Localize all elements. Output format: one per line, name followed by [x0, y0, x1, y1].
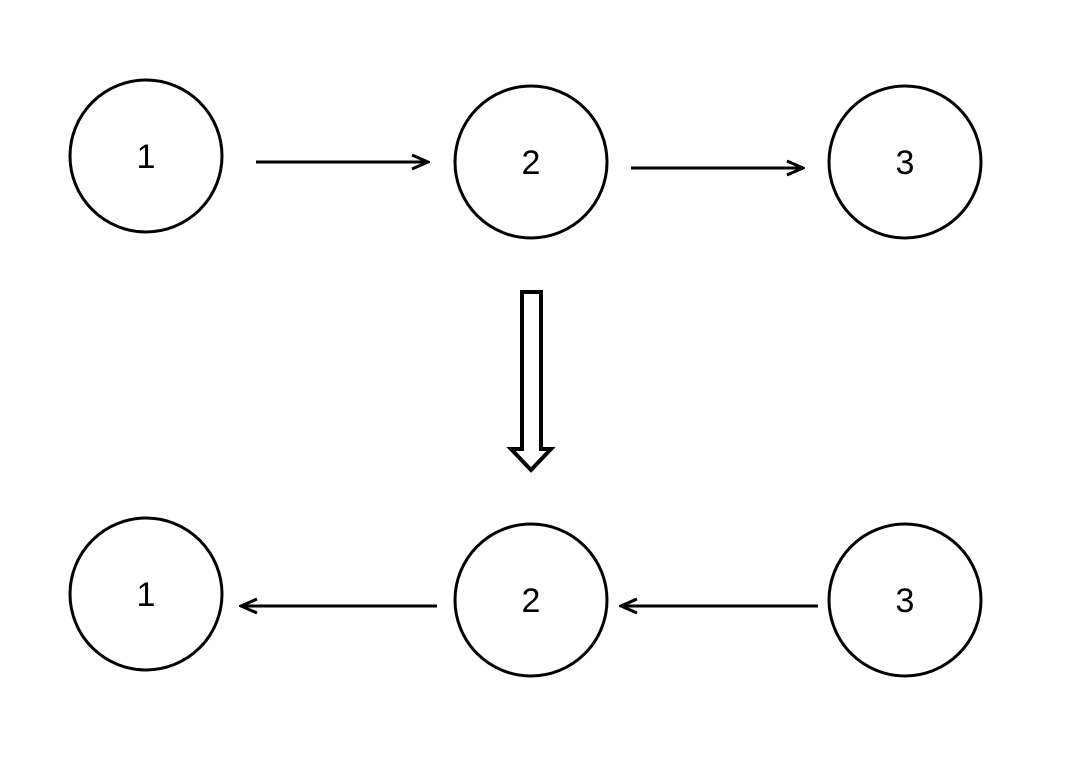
- node-circle: [827, 84, 983, 240]
- node-circle: [68, 516, 224, 672]
- node-label: 1: [137, 576, 156, 614]
- node-label: 3: [896, 144, 915, 182]
- before-node-3: 3: [827, 84, 983, 240]
- node-label: 1: [137, 138, 156, 176]
- node-label: 2: [522, 144, 541, 182]
- hollow-down-arrow-icon: [506, 290, 556, 473]
- before-node-1: 1: [68, 78, 224, 234]
- before-node-2: 2: [453, 84, 609, 240]
- node-circle: [68, 78, 224, 234]
- node-circle: [453, 84, 609, 240]
- after-node-1: 1: [68, 516, 224, 672]
- before-list: 1 2 3: [68, 78, 983, 240]
- node-label: 2: [522, 582, 541, 620]
- node-circle: [453, 522, 609, 678]
- node-circle: [827, 522, 983, 678]
- node-label: 3: [896, 582, 915, 620]
- after-node-2: 2: [453, 522, 609, 678]
- after-node-3: 3: [827, 522, 983, 678]
- after-list: 1 2 3: [68, 516, 983, 678]
